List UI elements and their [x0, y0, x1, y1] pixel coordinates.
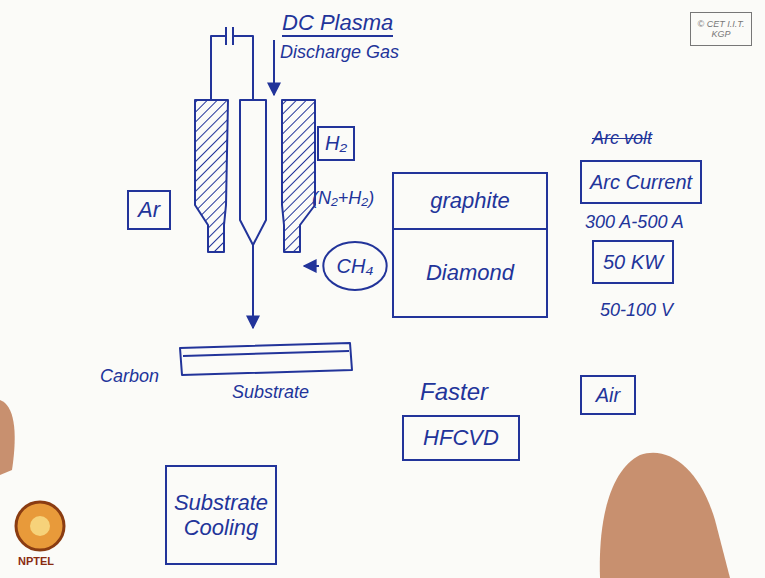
- phase-box: Diamond: [392, 228, 548, 318]
- logo-text: NPTEL: [18, 555, 54, 568]
- feed-arrow: [304, 265, 319, 267]
- power-wire: [233, 36, 253, 100]
- plasma-jet: [252, 245, 254, 328]
- box-text: 50 KW: [603, 251, 663, 274]
- box-text: Substrate Cooling: [173, 490, 269, 541]
- phase-box: graphite: [392, 172, 548, 230]
- note-label: Discharge Gas: [280, 42, 399, 63]
- method-box: HFCVD: [402, 415, 520, 461]
- gas-box: H₂: [317, 126, 355, 161]
- box-text: graphite: [430, 188, 510, 213]
- nptel-logo: [16, 502, 64, 550]
- hand: [0, 400, 15, 475]
- box-text: Air: [596, 384, 620, 407]
- power-wire: [211, 36, 226, 100]
- torch-wall: [195, 100, 228, 252]
- parameter-box: 50 KW: [592, 240, 674, 284]
- value-label: 300 A-500 A: [585, 212, 684, 233]
- substrate-plate: [180, 343, 352, 375]
- part-label: Substrate: [232, 382, 309, 403]
- heading: DC Plasma: [282, 10, 393, 37]
- note-label: Faster: [420, 378, 488, 406]
- part-label: Carbon: [100, 366, 159, 387]
- capacitor-plate: [225, 27, 227, 45]
- box-text: Diamond: [426, 260, 514, 285]
- parameter-box: Arc Current: [580, 160, 702, 204]
- value-label: 50-100 V: [600, 300, 673, 321]
- box-text: Arc Current: [590, 171, 692, 194]
- box-text: © CET I.I.T. KGP: [697, 19, 745, 40]
- box-text: CH₄: [337, 255, 374, 278]
- box-text: H₂: [325, 132, 347, 155]
- gas-circle: CH₄: [322, 240, 388, 292]
- watermark-box: © CET I.I.T. KGP: [690, 12, 752, 46]
- box-text: Ar: [138, 197, 160, 222]
- substrate-line: [183, 351, 349, 356]
- parameter-box: Air: [580, 375, 636, 415]
- box-text: HFCVD: [423, 425, 499, 450]
- gas-label: (N₂+H₂): [312, 188, 374, 209]
- torch-wall: [282, 100, 315, 252]
- gas-flow-arrow: [273, 40, 275, 95]
- gas-box: Ar: [127, 190, 171, 230]
- circle-outline: [323, 242, 386, 290]
- note-box: Substrate Cooling: [165, 465, 277, 565]
- hand: [600, 453, 730, 578]
- electrode: [240, 100, 266, 245]
- struck-note: Arc volt: [592, 128, 652, 149]
